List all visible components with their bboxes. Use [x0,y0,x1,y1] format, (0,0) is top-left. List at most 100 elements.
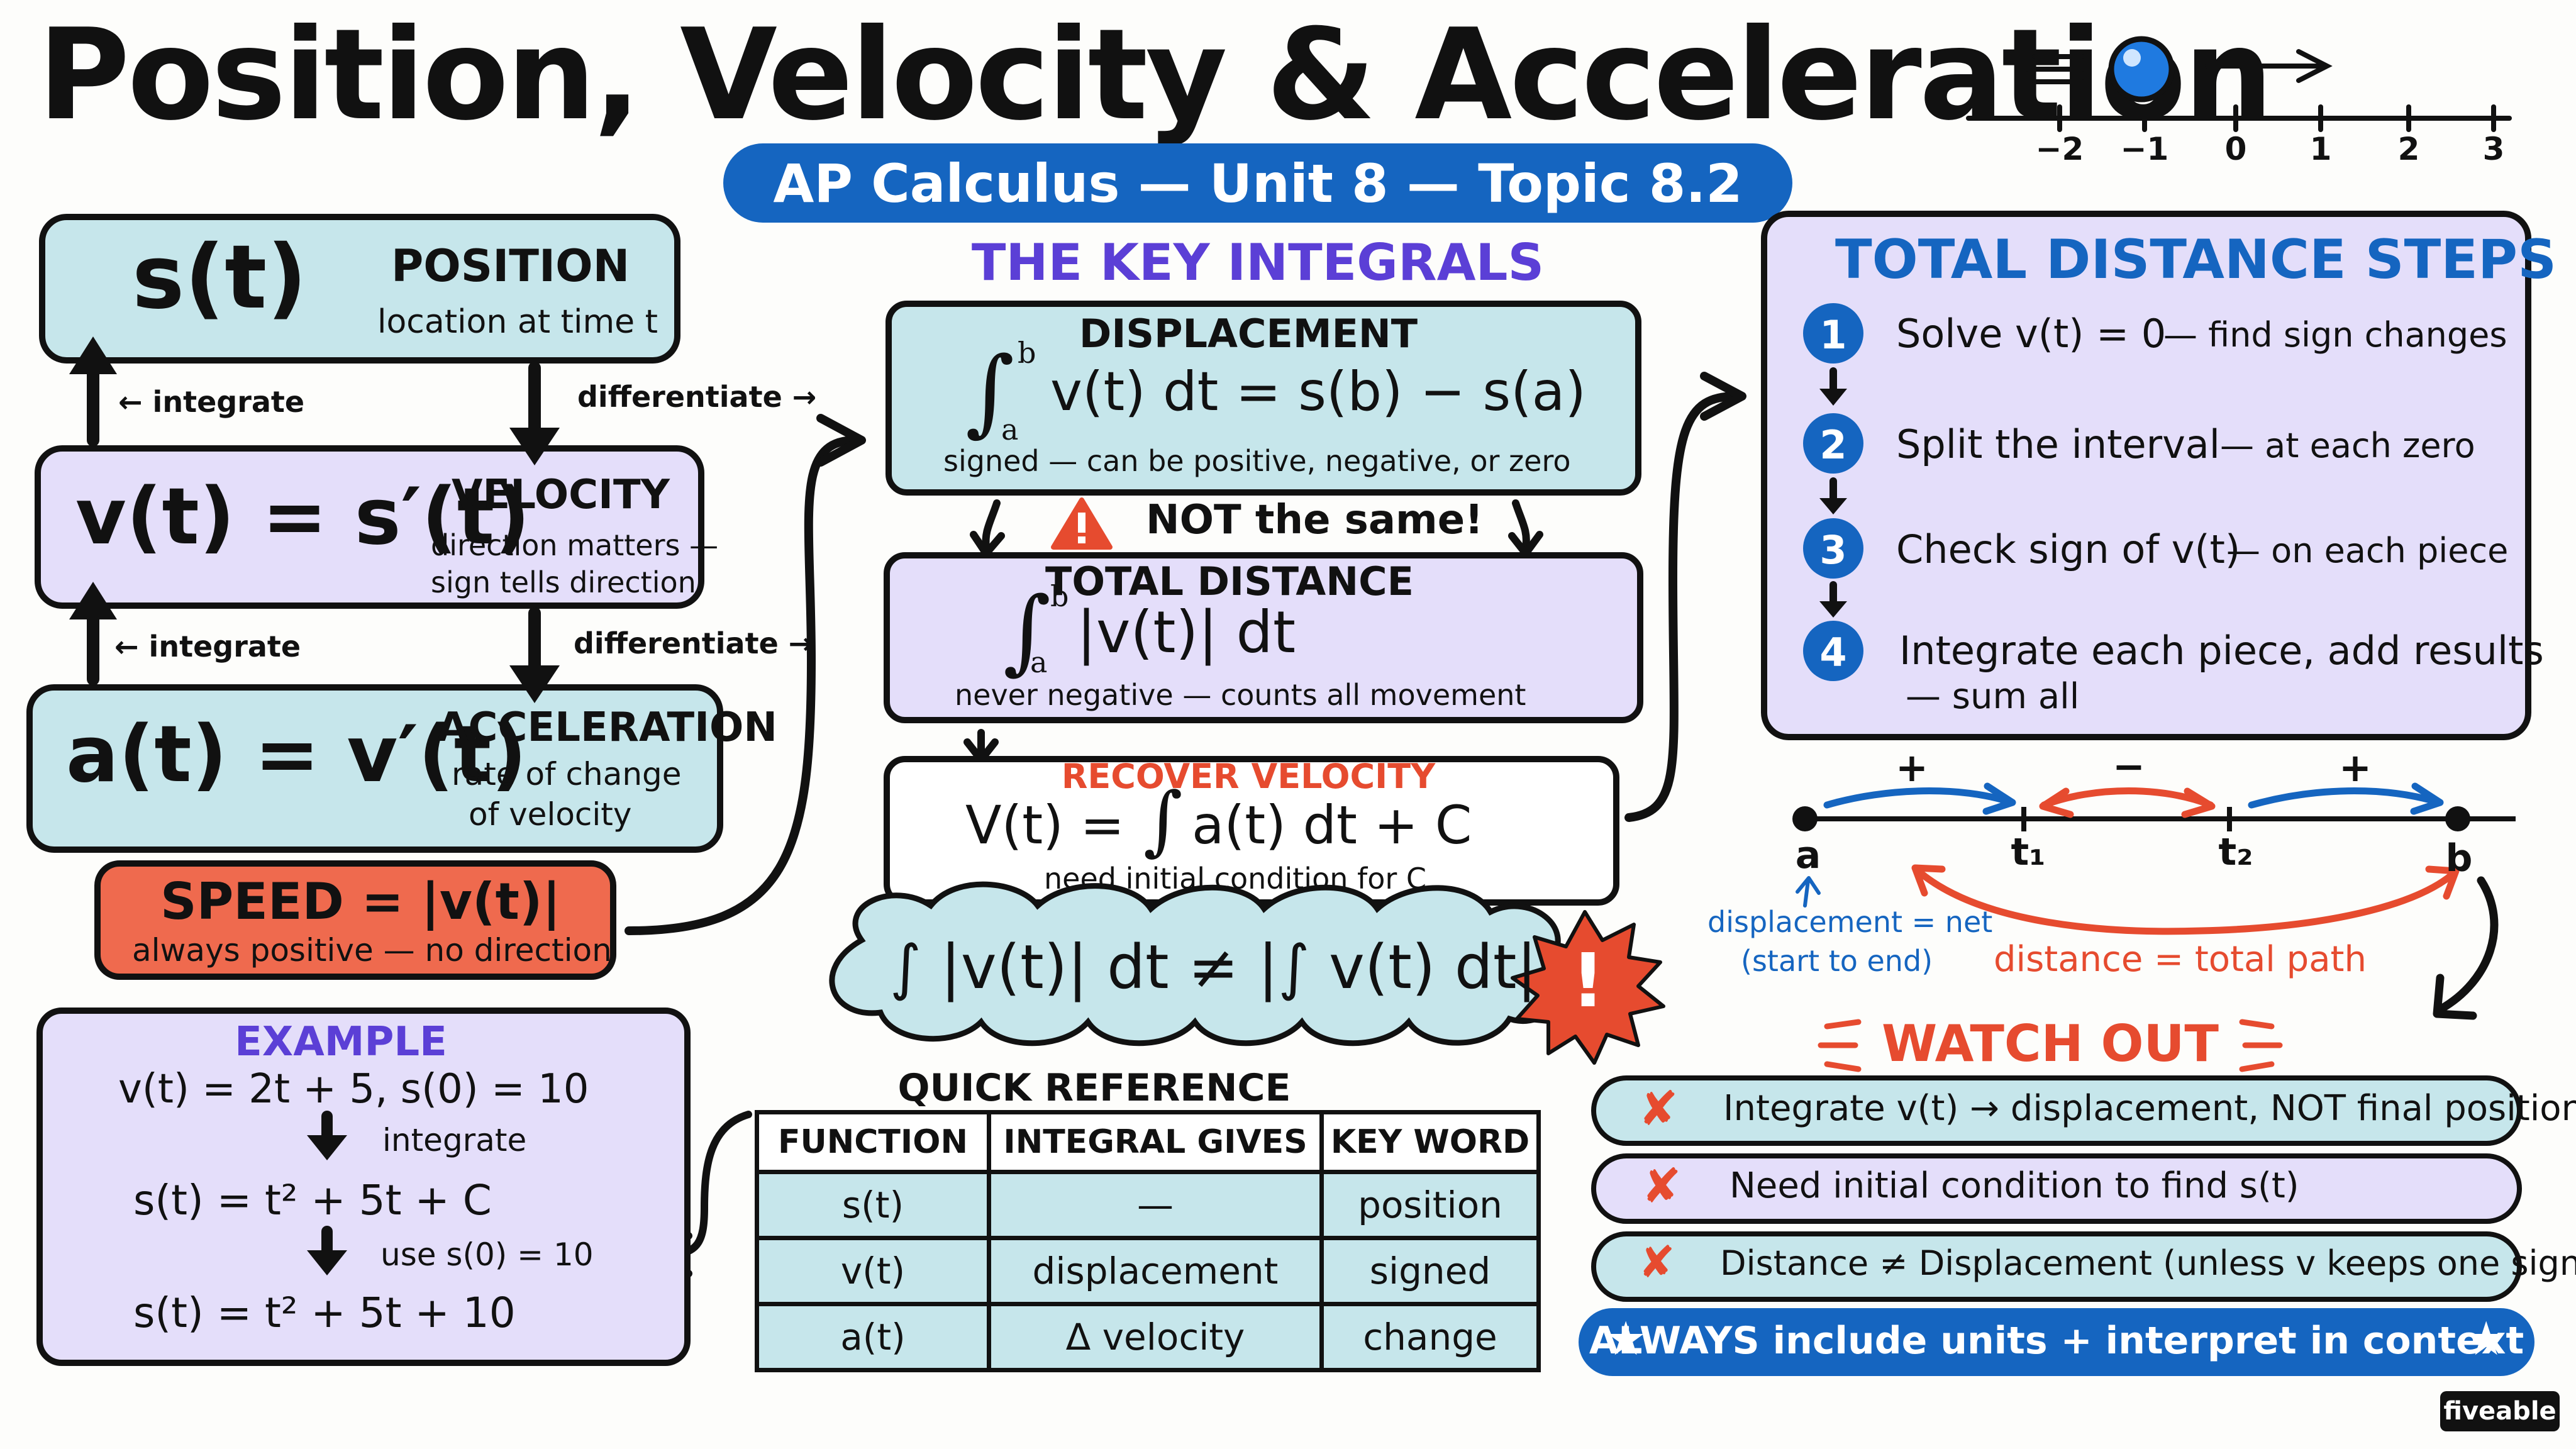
step-main: Split the interval [1896,421,2221,467]
step-number: 2 [1819,422,1847,468]
always-banner-text: ALWAYS include units + interpret in cont… [1589,1319,2524,1363]
table-cell: — [987,1170,1324,1240]
example-line-1: v(t) = 2t + 5, s(0) = 10 [118,1066,589,1113]
x-icon: ✘ [1641,1158,1682,1214]
watch-out-text: Need initial condition to find s(t) [1729,1165,2299,1206]
watch-out-item [1591,1153,2522,1224]
column-header: FUNCTION [755,1110,991,1174]
sign-plus: + [2339,745,2372,791]
displacement-note-2: (start to end) [1741,944,1933,978]
always-banner [1579,1308,2534,1376]
watch-out-item [1591,1231,2522,1302]
table-cell: position [1319,1170,1541,1240]
brand-text: fiveable [2443,1397,2557,1426]
point-label: t₂ [2218,830,2253,874]
displacement-note-1: displacement = net [1707,905,1993,939]
step-main: Integrate each piece, add results [1899,628,2544,674]
differentiate-label: differentiate → [577,380,817,414]
velocity-title: VELOCITY [452,472,670,518]
x-icon: ✘ [1638,1080,1679,1136]
upper-limit: b [1018,336,1036,370]
tick-label: 3 [2482,131,2505,167]
table-row: s(t) — position [755,1170,1541,1240]
upper-limit: b [1050,579,1069,613]
total-distance-box [884,552,1643,723]
recover-formula-right: a(t) dt + C [1192,794,1472,856]
table-cell: change [1319,1302,1541,1372]
star-icon: ★ [1605,1312,1647,1366]
step-main: Check sign of v(t) [1896,526,2241,572]
step-sub: — sum all [1906,676,2080,717]
velocity-desc-2: sign tells direction [431,565,696,599]
displacement-title: DISPLACEMENT [1079,311,1418,357]
table-cell: a(t) [755,1302,991,1372]
quick-reference-table: FUNCTION INTEGRAL GIVES KEY WORD s(t) — … [755,1110,1541,1372]
integral-sign: ∫ [1143,777,1183,864]
total-distance-formula: |v(t)| dt [1077,599,1296,666]
step-sub: — on each piece [2226,531,2509,570]
acceleration-desc-2: of velocity [469,796,632,833]
step-number: 1 [1819,312,1847,358]
step-number: 4 [1819,630,1847,675]
subtitle-banner [723,143,1792,223]
acceleration-symbol: a(t) = v′(t) [66,709,527,800]
quick-reference-heading: QUICK REFERENCE [897,1066,1291,1110]
acceleration-desc-1: rate of change [452,756,682,792]
position-symbol: s(t) [132,226,308,329]
velocity-symbol: v(t) = s′(t) [75,472,530,562]
recover-velocity-title: RECOVER VELOCITY [1061,757,1436,796]
distance-note: distance = total path [1994,939,2367,980]
speed-box [94,860,616,980]
lower-limit: a [1001,413,1019,447]
brand-logo [2440,1391,2560,1431]
table-cell: s(t) [755,1170,991,1240]
watch-out-text: Distance ≠ Displacement (unless v keeps … [1720,1243,2576,1283]
integrate-label: ← integrate [114,630,301,663]
point-label: t₁ [2011,830,2046,874]
lower-limit: a [1030,645,1048,679]
table-row: a(t) Δ velocity change [755,1302,1541,1372]
speed-title: SPEED = |v(t)| [160,872,561,931]
step-number-badge [1803,413,1863,474]
displacement-formula: v(t) dt = s(b) − s(a) [1050,360,1586,423]
displacement-note: signed — can be positive, negative, or z… [943,444,1571,478]
example-step-1: integrate [382,1122,527,1158]
table-cell: Δ velocity [987,1302,1324,1372]
example-step-2: use s(0) = 10 [380,1236,594,1273]
table-row: v(t) displacement signed [755,1236,1541,1306]
point-label: a [1795,833,1821,877]
tick-label: −2 [2035,131,2084,167]
watch-out-item [1591,1075,2522,1146]
watch-out-text: Integrate v(t) → displacement, NOT final… [1723,1088,2576,1129]
velocity-desc-1: direction matters — [431,528,719,562]
tick-label: 2 [2397,131,2420,167]
table-cell: displacement [987,1236,1324,1306]
step-sub: — find sign changes [2163,315,2507,355]
position-title: POSITION [391,240,630,292]
example-heading: EXAMPLE [235,1019,447,1065]
sign-plus: + [1896,745,1928,791]
inequality-text: ∫ |v(t)| dt ≠ |∫ v(t) dt| [890,932,1537,1002]
watch-out-heading: WATCH OUT [1882,1014,2219,1073]
exclamation-burst-icon [1511,910,1665,1065]
acceleration-box [26,684,723,853]
table-cell: signed [1319,1236,1541,1306]
table-cell: v(t) [755,1236,991,1306]
example-line-2: s(t) = t² + 5t + C [133,1176,492,1224]
key-integrals-heading: THE KEY INTEGRALS [971,233,1545,292]
total-distance-note: never negative — counts all movement [955,678,1526,712]
sign-minus: − [2112,743,2145,789]
recover-formula-left: V(t) = [965,794,1125,856]
not-same-text: NOT the same! [1146,497,1484,543]
point-label: b [2445,836,2473,880]
step-main: Solve v(t) = 0 [1896,311,2167,357]
star-icon: ★ [2465,1312,2507,1366]
total-distance-title: TOTAL DISTANCE [1045,558,1414,604]
step-sub: — at each zero [2220,426,2475,465]
acceleration-title: ACCELERATION [437,704,777,751]
